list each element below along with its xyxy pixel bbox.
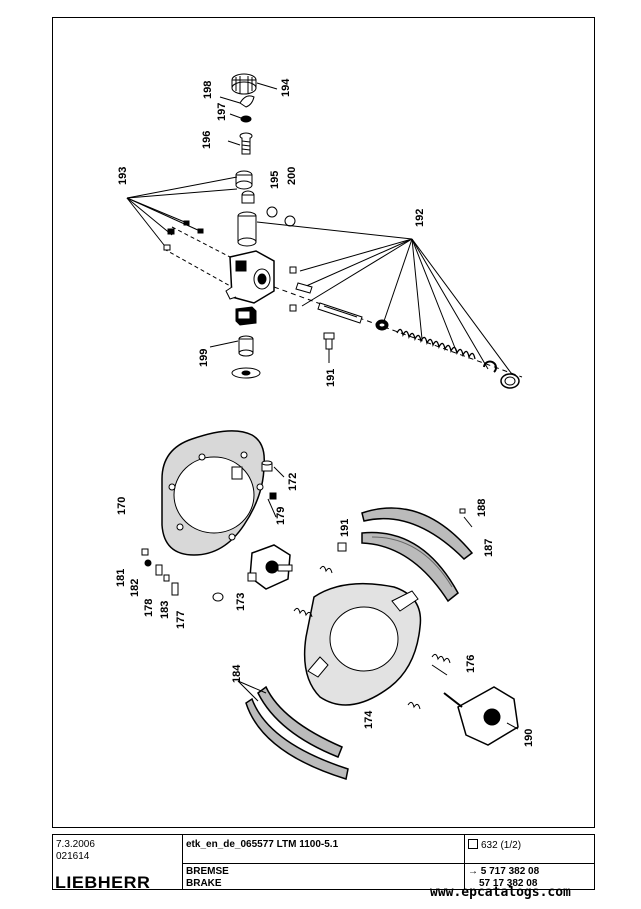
valve-body — [225, 250, 275, 304]
callout-200: 200 — [286, 167, 298, 185]
part-194 — [231, 73, 257, 95]
part-184 — [245, 685, 349, 780]
callout-181: 181 — [115, 569, 127, 587]
title-block-middle: etk_en_de_065577 LTM 1100-5.1 BREMSE BRA… — [183, 835, 465, 889]
callout-198: 198 — [202, 81, 214, 99]
part-number-2: 57 17 382 08 — [479, 878, 538, 889]
watermark: www.epcatalogs.com — [430, 885, 571, 900]
callout-191-lower: 191 — [339, 519, 351, 537]
callout-190: 190 — [523, 729, 535, 747]
callout-178: 178 — [143, 599, 155, 617]
callout-195: 195 — [269, 171, 281, 189]
callout-188: 188 — [476, 499, 488, 517]
callout-179: 179 — [275, 507, 287, 525]
part-number-1-text: 5 717 382 08 — [480, 866, 540, 877]
doc-reference: etk_en_de_065577 LTM 1100-5.1 — [186, 839, 339, 850]
page-indicator: 632 (1/2) — [468, 839, 521, 851]
callout-192: 192 — [414, 209, 426, 227]
title-block-left: 7.3.2006 021614 LIEBHERR — [53, 835, 183, 892]
callout-170: 170 — [116, 497, 128, 515]
part-187 — [361, 507, 474, 603]
part-199 — [231, 306, 261, 379]
exploded-parts-diagram: 194 198 197 196 193 195 200 192 199 191 … — [115, 73, 535, 780]
callout-197: 197 — [216, 103, 228, 121]
title-block: 7.3.2006 021614 LIEBHERR etk_en_de_06557… — [52, 834, 595, 892]
callout-194: 194 — [280, 78, 292, 97]
callout-191: 191 — [325, 369, 337, 387]
code: 021614 — [56, 851, 90, 862]
part-number-1: → 5 717 382 08 — [468, 866, 539, 877]
title-block-right: 632 (1/2) → 5 717 382 08 57 17 382 08 — [465, 835, 594, 889]
page-number: 632 (1/2) — [481, 840, 522, 851]
callout-187: 187 — [483, 539, 495, 557]
part-196 — [239, 132, 253, 155]
callout-184: 184 — [231, 664, 243, 683]
page-checkbox-icon — [468, 839, 478, 849]
callout-193: 193 — [117, 167, 129, 185]
callout-177: 177 — [175, 611, 187, 629]
wheel-cylinder — [247, 544, 293, 590]
callout-199: 199 — [198, 349, 210, 367]
liebherr-logo: LIEBHERR — [55, 873, 151, 892]
title-german: BREMSE — [186, 866, 229, 877]
part-190 — [443, 686, 519, 746]
callout-182: 182 — [129, 579, 141, 597]
callout-172: 172 — [287, 473, 299, 491]
part-170 — [161, 430, 265, 556]
callout-173: 173 — [235, 593, 247, 611]
callout-196: 196 — [201, 131, 213, 149]
date: 7.3.2006 — [56, 839, 95, 850]
callout-176: 176 — [465, 655, 477, 673]
part-174 — [303, 582, 422, 706]
arrow-icon: → — [468, 866, 481, 877]
title-english: BRAKE — [186, 878, 222, 889]
callout-174: 174 — [363, 710, 375, 729]
callout-183: 183 — [159, 601, 171, 619]
drawing-frame — [52, 17, 595, 828]
